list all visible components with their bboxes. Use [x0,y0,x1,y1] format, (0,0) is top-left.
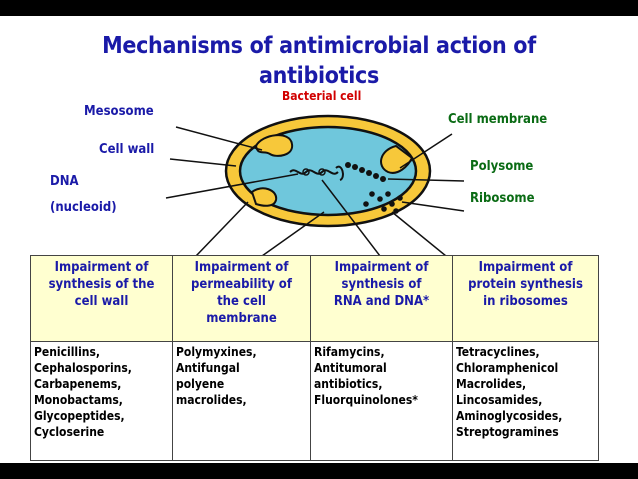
drug-item: Fluorquinolones* [314,393,418,407]
header-line: synthesis of the [48,277,155,292]
drug-item: Cycloserine [34,425,105,439]
drugs-rna-dna: Rifamycins, Antitumoral antibiotics, Flu… [310,341,453,461]
header-line: cell wall [74,294,129,309]
bacterial-cell-label: Bacterial cell [282,89,362,103]
drug-item: Monobactams, [34,393,123,407]
arrow-cell-wall-target [195,201,249,256]
drugs-protein: Tetracyclines, Chloramphenicol Macrolide… [452,341,599,461]
polysome-label: Polysome [470,159,534,174]
title-line-2: antibiotics [258,63,380,89]
drugs-cell-wall: Penicillins, Cephalosporins, Carbapenems… [30,341,173,461]
drug-item: macrolides, [176,393,247,407]
bacterial-cell-diagram [165,114,465,256]
drug-item: Cephalosporins, [34,361,132,375]
polysome-pointer [387,178,465,182]
header-line: in ribosomes [483,294,568,309]
header-row: Impairment of synthesis of the cell wall… [30,255,599,342]
drug-item: Macrolides, [456,377,527,391]
ribosome-label: Ribosome [470,191,535,206]
header-line: Impairment of [54,260,149,275]
header-protein: Impairment of protein synthesis in ribos… [452,255,599,342]
ribosome-dots [363,191,403,214]
header-line: Impairment of [334,260,429,275]
cell-wall-label: Cell wall [99,142,155,157]
header-line: Impairment of [194,260,289,275]
mesosome-shape-2 [250,187,278,207]
drug-item: Tetracyclines, [456,345,540,359]
header-line: protein synthesis [468,277,583,292]
slide: Mechanisms of antimicrobial action of an… [0,16,638,463]
drug-item: Polymyxines, [176,345,257,359]
drug-item: Streptogramines [456,425,559,439]
mechanism-table: Impairment of synthesis of the cell wall… [30,255,599,461]
dna-label: DNA [50,174,79,189]
arrow-membrane-target [261,211,325,256]
header-line: the cell [217,294,266,309]
drug-item: Lincosamides, [456,393,543,407]
header-line: membrane [206,311,277,326]
ribosome-pointer [401,201,465,212]
mesosome-label: Mesosome [84,104,154,119]
arrow-dna-target [321,179,381,256]
title-line-1: Mechanisms of antimicrobial action of [102,33,536,59]
drug-item: Aminoglycosides, [456,409,563,423]
header-line: permeability of [191,277,292,292]
dna-pointer [165,173,299,199]
header-cell-wall: Impairment of synthesis of the cell wall [30,255,173,342]
header-line: Impairment of [478,260,573,275]
cell-wall-pointer [169,158,237,167]
header-membrane: Impairment of permeability of the cell m… [172,255,311,342]
drugs-row: Penicillins, Cephalosporins, Carbapenems… [30,341,599,461]
drug-item: Rifamycins, [314,345,385,359]
mesosome-shape-1 [254,134,294,157]
arrow-ribosome-target [391,211,447,256]
drug-item: Antifungal [176,361,240,375]
cell-membrane-label: Cell membrane [448,112,548,127]
header-line: RNA and DNA* [333,294,430,309]
drug-item: Penicillins, [34,345,101,359]
drug-item: Antitumoral [314,361,387,375]
polysome-beads [345,162,386,182]
drug-item: polyene [176,377,225,391]
header-rna-dna: Impairment of synthesis of RNA and DNA* [310,255,453,342]
dna-strand [289,169,339,175]
drug-item: Glycopeptides, [34,409,125,423]
drugs-membrane: Polymyxines, Antifungal polyene macrolid… [172,341,311,461]
header-line: synthesis of [341,277,422,292]
drug-item: Chloramphenicol [456,361,559,375]
mesosome-pointer [175,126,263,151]
drug-item: antibiotics, [314,377,383,391]
cell-membrane-pointer [399,133,453,169]
nucleoid-label: (nucleoid) [50,200,117,215]
drug-item: Carbapenems, [34,377,122,391]
